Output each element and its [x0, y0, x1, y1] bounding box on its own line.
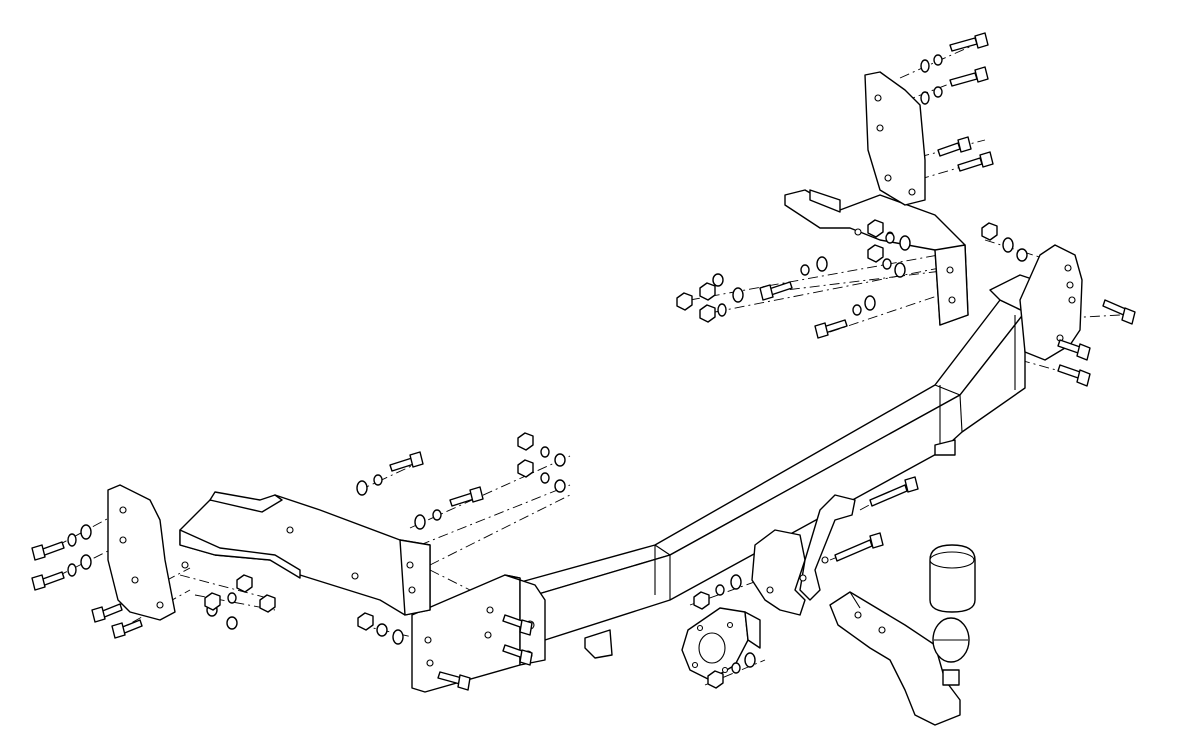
bolt	[502, 614, 533, 636]
bolt	[437, 671, 471, 691]
left-side-bracket	[179, 491, 431, 616]
bolt	[759, 281, 793, 301]
bolt	[949, 66, 989, 87]
bolt	[111, 619, 143, 639]
far-left-plate	[107, 484, 176, 621]
bolt	[949, 32, 989, 52]
bolt	[389, 451, 424, 472]
nuts	[204, 219, 998, 689]
bolt	[502, 644, 533, 666]
bolt	[1057, 339, 1091, 361]
socket-plate	[681, 607, 761, 681]
bolt	[937, 136, 972, 157]
bolts	[31, 32, 1136, 691]
left-mount-plate	[411, 574, 546, 693]
bolt	[91, 603, 123, 623]
bolt	[957, 151, 994, 172]
washers	[67, 54, 1028, 674]
tow-ball-neck	[829, 591, 961, 726]
bolt	[449, 486, 484, 507]
tow-ball	[932, 617, 970, 686]
right-side-bracket	[784, 189, 969, 326]
bolt	[814, 319, 848, 339]
main-crossbar	[509, 274, 1036, 659]
bolt	[31, 571, 65, 591]
bolt	[834, 532, 884, 562]
bolt	[31, 541, 65, 561]
bolt	[869, 476, 919, 507]
bolt	[1102, 299, 1136, 325]
upper-right-plate	[864, 71, 926, 206]
ball-cap	[929, 544, 976, 613]
ball-mount-bracket	[751, 494, 856, 616]
far-right-plate	[1019, 244, 1083, 361]
bolt	[1057, 364, 1091, 387]
